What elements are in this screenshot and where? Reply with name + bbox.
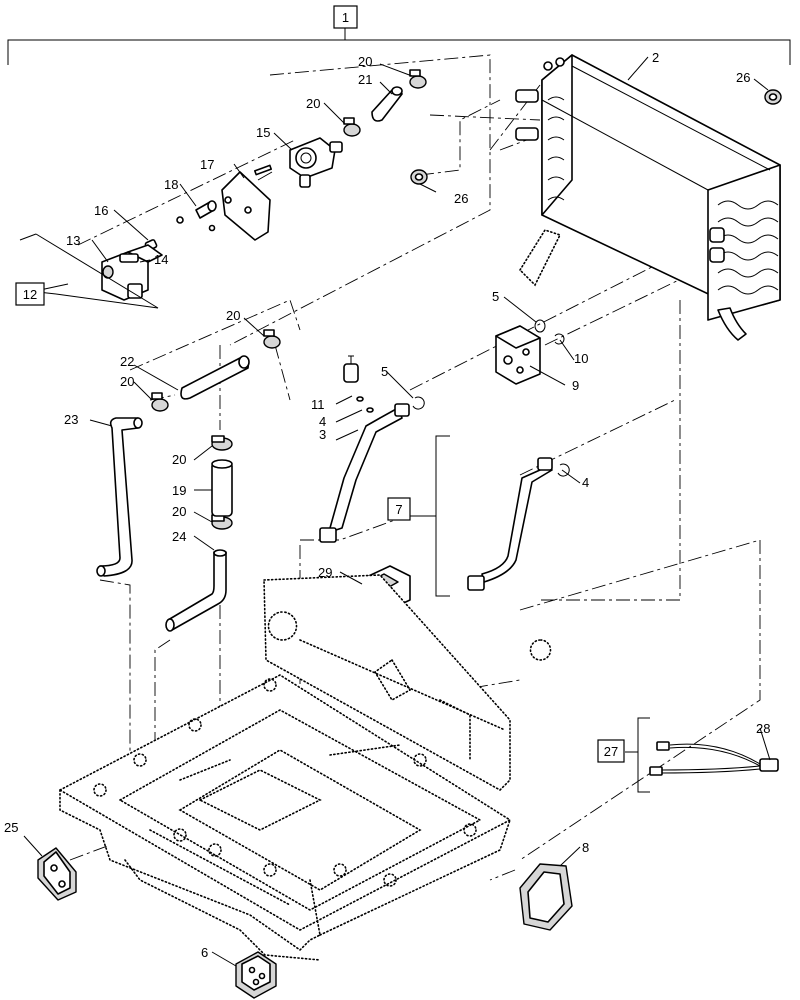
callout-20: 20 xyxy=(226,308,240,323)
o-ring xyxy=(557,463,570,477)
o-ring-5-upper xyxy=(534,319,546,333)
drain-hose xyxy=(717,307,747,341)
callout-17: 17 xyxy=(200,157,214,172)
hose-clamp xyxy=(211,435,233,451)
callout-15: 15 xyxy=(256,125,270,140)
callout-11: 11 xyxy=(311,397,325,412)
callout-20: 20 xyxy=(172,452,186,467)
callout-box-7: 7 xyxy=(387,497,411,521)
hose-24 xyxy=(165,549,227,632)
callout-28: 28 xyxy=(756,721,770,736)
grommet-25 xyxy=(37,847,77,901)
hose-21 xyxy=(371,86,403,122)
evaporator-fins xyxy=(547,96,779,295)
leader-lines xyxy=(23,56,771,967)
callout-27: 27 xyxy=(604,744,618,759)
hose-19 xyxy=(211,459,233,517)
assembly-bracket xyxy=(7,26,791,65)
callout-1: 1 xyxy=(342,10,349,25)
wire-harness xyxy=(625,717,779,793)
callout-2: 2 xyxy=(652,50,659,65)
callout-18: 18 xyxy=(164,177,178,192)
callout-4: 4 xyxy=(582,475,589,490)
callout-14: 14 xyxy=(154,252,168,267)
callout-19: 19 xyxy=(172,483,186,498)
callout-22: 22 xyxy=(120,354,134,369)
pressure-switch xyxy=(343,355,374,413)
callout-29: 29 xyxy=(318,565,332,580)
hose-clamp xyxy=(151,392,169,412)
callout-10: 10 xyxy=(574,351,588,366)
callout-12: 12 xyxy=(23,287,37,302)
grommet xyxy=(764,89,782,105)
hose-clamp xyxy=(263,329,281,349)
callout-5: 5 xyxy=(492,289,499,304)
callout-26: 26 xyxy=(454,191,468,206)
expansion-valve xyxy=(495,325,541,385)
fitting-18 xyxy=(176,196,232,232)
callout-20: 20 xyxy=(306,96,320,111)
inlet-fitting xyxy=(709,227,725,243)
callout-26: 26 xyxy=(736,70,750,85)
grommet-6 xyxy=(235,951,277,999)
callout-box-27: 27 xyxy=(597,739,625,763)
callout-labels: 2 3 4 4 5 5 6 8 9 10 11 13 14 15 16 17 1… xyxy=(4,50,770,960)
item-12-frame xyxy=(19,233,159,309)
hose-clamp xyxy=(211,514,233,530)
callout-3: 3 xyxy=(319,427,326,442)
callout-7: 7 xyxy=(395,502,402,517)
callout-box-12: 12 xyxy=(15,282,45,306)
mounting-bracket xyxy=(221,164,273,241)
callout-9: 9 xyxy=(572,378,579,393)
callout-13: 13 xyxy=(66,233,80,248)
outlet-fitting xyxy=(709,247,725,263)
hvac-housing xyxy=(58,574,552,961)
callout-24: 24 xyxy=(172,529,186,544)
callout-8: 8 xyxy=(582,840,589,855)
seal-8 xyxy=(519,863,573,931)
callout-5: 5 xyxy=(381,364,388,379)
callout-20: 20 xyxy=(120,374,134,389)
drain-valve xyxy=(289,137,343,188)
actuator-motor xyxy=(101,244,163,301)
refrigerant-line-kit xyxy=(467,457,553,591)
hose-clamp xyxy=(409,69,427,89)
callout-6: 6 xyxy=(201,945,208,960)
hose-23 xyxy=(96,417,143,577)
kit-bracket xyxy=(410,435,450,597)
hose-clamp xyxy=(343,117,361,137)
callout-23: 23 xyxy=(64,412,78,427)
grommet xyxy=(410,169,428,185)
callout-box-1: 1 xyxy=(333,5,358,29)
callout-20: 20 xyxy=(172,504,186,519)
capillary-bracket xyxy=(518,229,562,287)
refrigerant-line-3 xyxy=(319,403,410,543)
callout-16: 16 xyxy=(94,203,108,218)
o-ring-10 xyxy=(554,333,565,345)
o-ring xyxy=(412,396,425,410)
callout-20: 20 xyxy=(358,54,372,69)
callout-4: 4 xyxy=(319,414,326,429)
callout-25: 25 xyxy=(4,820,18,835)
hose-22 xyxy=(180,355,250,400)
callout-21: 21 xyxy=(358,72,372,87)
evaporator-core xyxy=(515,54,781,341)
